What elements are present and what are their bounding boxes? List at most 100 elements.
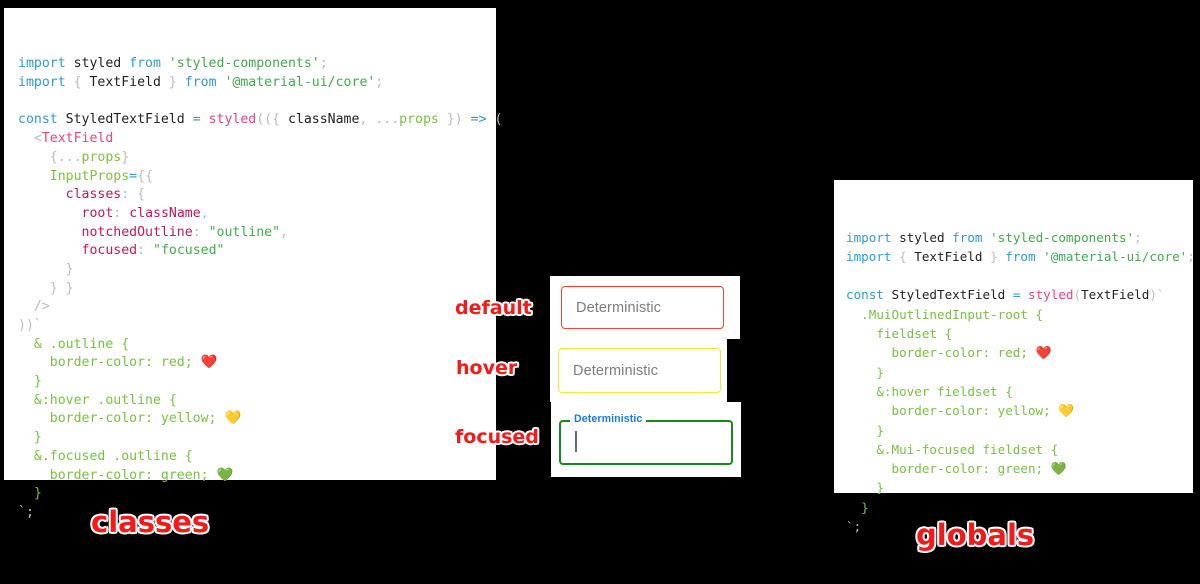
textfield-hover[interactable]: Deterministic — [558, 348, 721, 393]
code-line: InputProps={{ — [18, 168, 496, 187]
code-token — [18, 243, 82, 258]
code-token: } — [846, 499, 869, 515]
code-block-classes: import styled from 'styled-components';i… — [18, 55, 502, 523]
code-token: 💚 — [1050, 462, 1067, 478]
code-line: ))` — [18, 317, 496, 336]
code-token: `; — [18, 504, 34, 520]
code-token: 'styled-components' — [990, 229, 1135, 245]
code-token: } — [18, 486, 42, 502]
code-token: className — [129, 205, 201, 221]
code-token: &.focused .outline { — [18, 448, 193, 464]
code-token: &:hover .outline { — [18, 392, 177, 408]
code-token: "outline" — [208, 224, 281, 240]
code-line: border-color: green; 💚 — [846, 459, 1193, 478]
code-line: focused: "focused" — [18, 242, 496, 261]
code-token: ( — [494, 112, 503, 128]
code-token: (( — [256, 112, 273, 128]
code-token: fieldset { — [846, 326, 953, 342]
code-token: ( — [1073, 287, 1082, 303]
code-line: {...props} — [18, 149, 496, 168]
code-token: ) — [454, 112, 471, 128]
code-token: &.Mui-focused fieldset { — [846, 441, 1059, 457]
code-line: `; — [846, 517, 1193, 536]
code-token: 💚 — [216, 467, 234, 483]
code-line: border-color: red; ❤️ — [846, 343, 1193, 362]
caption-globals: globals — [916, 518, 1035, 552]
code-token: , — [200, 205, 209, 221]
code-token: ; — [319, 56, 328, 72]
code-token: '@material-ui/core' — [1043, 248, 1188, 264]
screenshot-textfield-default: Deterministic — [550, 276, 740, 339]
code-token — [18, 169, 50, 184]
code-line: border-color: yellow; 💛 — [18, 410, 496, 429]
code-token: classes — [65, 187, 122, 203]
code-token: & .outline { — [18, 336, 130, 352]
code-token: border-color: green; — [18, 467, 217, 483]
screenshot-textfield-hover: Deterministic — [550, 339, 727, 402]
code-line: } — [18, 373, 496, 392]
screenshot-textfield-focused: Deterministic — [551, 402, 741, 477]
code-token: &:hover fieldset { — [846, 383, 1013, 399]
code-token: } — [168, 75, 177, 91]
code-token: } — [846, 480, 884, 496]
code-line: } — [18, 485, 496, 504]
code-line: } — [846, 363, 1193, 382]
code-token: {{ — [137, 168, 154, 184]
code-token: { — [137, 187, 146, 203]
code-token: StyledTextField — [891, 287, 1006, 303]
code-token: } — [438, 112, 455, 128]
code-panel-globals: import styled from 'styled-components';i… — [834, 180, 1195, 534]
code-token: border-color: yellow; — [846, 403, 1059, 419]
code-token: : — [121, 187, 138, 203]
code-line: border-color: red; ❤️ — [18, 354, 496, 373]
code-token: } — [18, 430, 42, 446]
code-line: border-color: green; 💚 — [18, 467, 496, 486]
code-token: 💛 — [224, 411, 242, 427]
code-line: import { TextField } from '@material-ui/… — [846, 247, 1195, 266]
code-line: const StyledTextField = styled(TextField… — [846, 285, 1193, 304]
code-token: ... — [57, 149, 82, 165]
code-token: { — [272, 112, 288, 128]
code-line: &:hover .outline { — [18, 392, 496, 411]
code-panel-classes: import styled from 'styled-components';i… — [4, 8, 502, 520]
code-token: } — [846, 364, 884, 380]
code-token: { — [73, 75, 82, 91]
code-line — [18, 93, 496, 112]
code-token: { — [899, 248, 907, 264]
code-line: `; — [18, 504, 496, 523]
textfield-focused[interactable]: Deterministic — [559, 413, 733, 465]
code-token: const — [18, 112, 66, 128]
code-token: < — [18, 131, 42, 147]
code-token: = — [129, 168, 138, 184]
code-token: `; — [846, 519, 862, 535]
code-token: import — [846, 229, 900, 245]
code-token: } — [990, 248, 998, 264]
code-block-globals: import styled from 'styled-components';i… — [846, 228, 1195, 537]
code-line: } — [846, 421, 1193, 440]
code-token: from — [176, 75, 225, 91]
code-token: import — [846, 248, 900, 264]
code-token: InputProps — [49, 168, 130, 184]
code-token: className — [287, 112, 360, 128]
code-line: classes: { — [18, 186, 496, 205]
code-token: border-color: red; — [846, 345, 1036, 361]
annotation-hover: hover — [456, 357, 518, 379]
code-token: = — [184, 112, 209, 128]
textfield-focused-label: Deterministic — [570, 413, 647, 425]
code-line: .MuiOutlinedInput-root { — [846, 305, 1193, 324]
code-token: .MuiOutlinedInput-root { — [846, 306, 1044, 322]
code-token: : — [192, 224, 209, 240]
code-token: TextField — [906, 248, 991, 264]
code-token: styled — [899, 229, 945, 245]
textfield-default[interactable]: Deterministic — [561, 286, 724, 329]
code-token: border-color: green; — [846, 461, 1051, 477]
code-token: '@material-ui/core' — [224, 75, 376, 91]
code-line: import styled from 'styled-components'; — [846, 228, 1193, 247]
code-token: } } — [18, 280, 74, 296]
code-line: } } — [18, 280, 496, 299]
code-token: { — [18, 149, 58, 165]
code-line: const StyledTextField = styled(({ classN… — [18, 111, 502, 130]
code-token: 💛 — [1058, 404, 1075, 420]
code-token: ; — [1134, 229, 1142, 245]
code-token: ❤️ — [1035, 346, 1052, 362]
